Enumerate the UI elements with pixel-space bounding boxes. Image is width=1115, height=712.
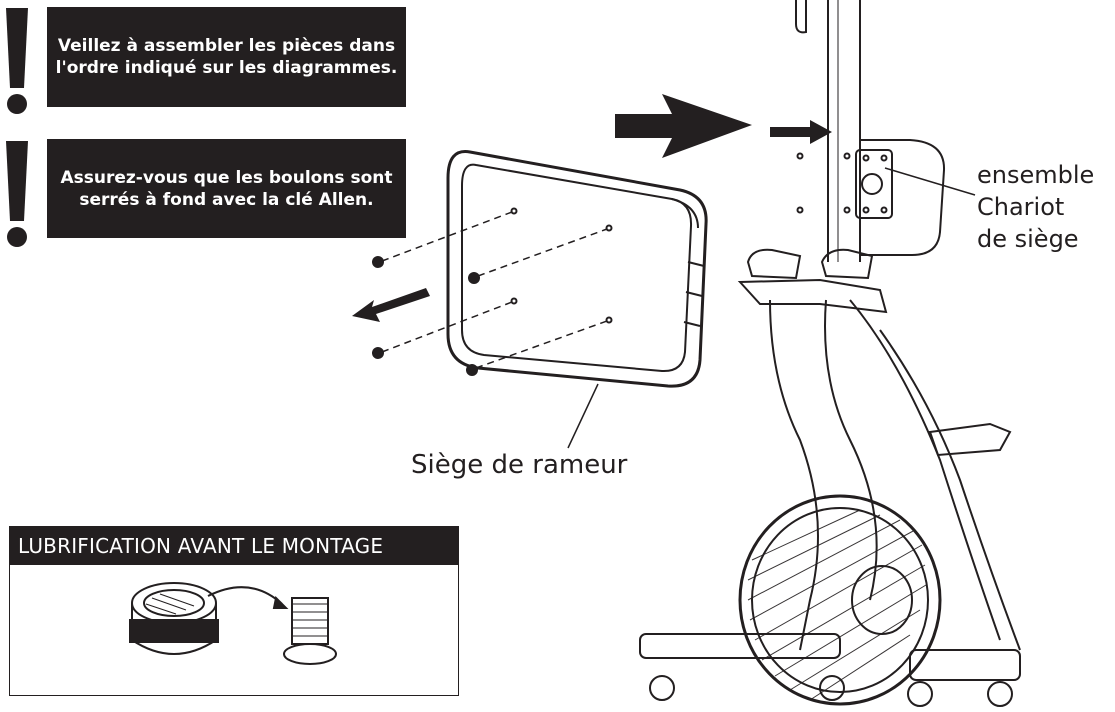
bolt-icon xyxy=(283,597,337,665)
arrow-left-icon xyxy=(352,288,430,322)
bolt-tightness-warning: Assurez-vous que les boulons sont serrés… xyxy=(47,139,406,238)
arrow-right-icon xyxy=(615,94,752,158)
exclamation-icon xyxy=(6,141,28,247)
carriage-label-line: ensemble xyxy=(977,161,1095,189)
rower-machine xyxy=(639,0,1021,707)
grease-tub-icon xyxy=(129,582,289,655)
seat-cushion xyxy=(446,150,708,388)
carriage-label-line: Chariot xyxy=(977,193,1065,221)
assembly-order-warning: Veillez à assembler les pièces dans l'or… xyxy=(47,7,406,107)
carriage-label-line: de siège xyxy=(977,225,1079,253)
seat-label: Siège de rameur xyxy=(411,450,628,480)
bolt-tightness-text: Assurez-vous que les boulons sont serrés… xyxy=(60,167,393,210)
bolt-icon xyxy=(372,256,480,376)
exclamation-icon xyxy=(6,8,28,114)
arrow-right-icon xyxy=(770,120,832,144)
lubrication-title: LUBRIFICATION AVANT LE MONTAGE xyxy=(10,527,458,565)
assembly-order-text: Veillez à assembler les pièces dans l'or… xyxy=(55,36,398,78)
lubrication-panel: LUBRIFICATION AVANT LE MONTAGE xyxy=(9,526,459,696)
carriage-label: ensemble Chariot de siège xyxy=(977,159,1094,255)
